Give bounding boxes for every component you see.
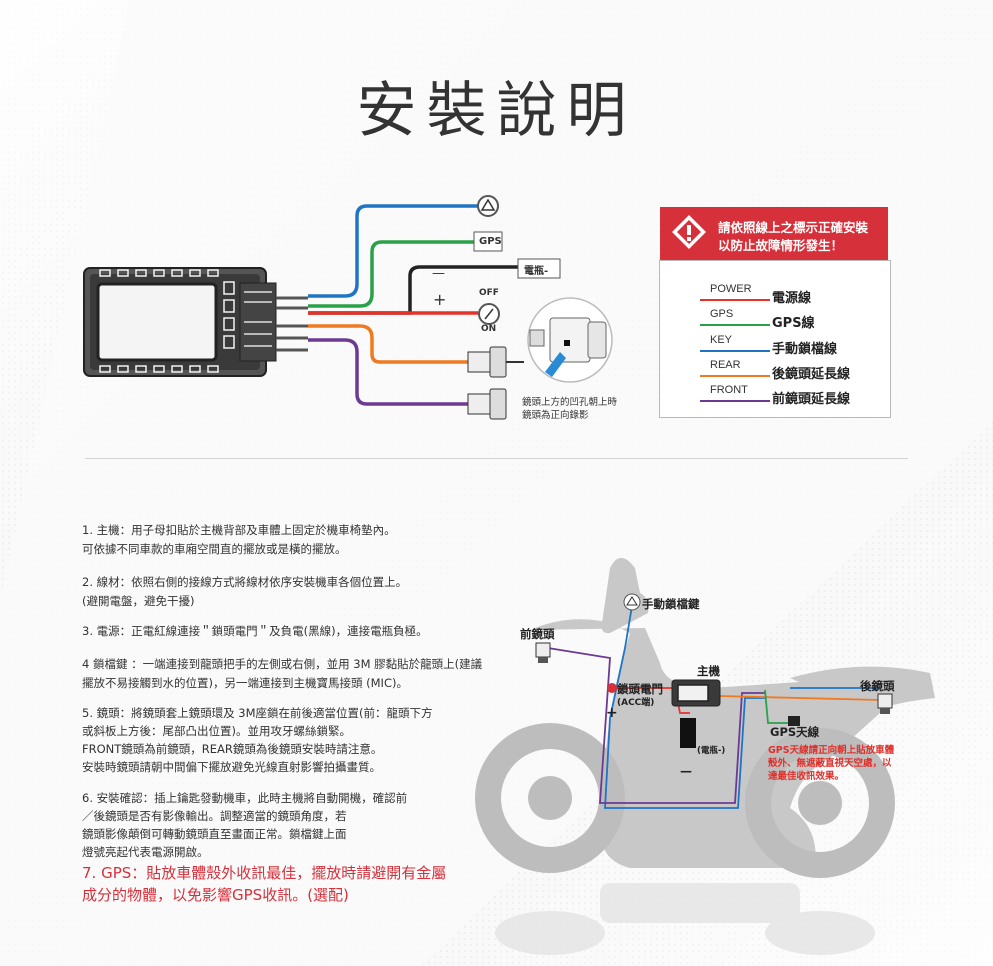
legend-item-front: FRONT 前鏡頭延長線 (700, 384, 880, 407)
instruction-line: 1. 主機：用子母扣貼於主機背部及車體上固定於機車椅墊內。 (82, 523, 396, 537)
gps-note-line1: GPS天線請正向朝上貼放車體 (768, 745, 895, 756)
warning-line2: 以防止故障情形發生！ (718, 238, 844, 253)
warning-line1: 請依照線上之標示正確安裝 (718, 220, 869, 235)
gps-tag-label: GPS (479, 236, 502, 247)
front-camera-icon (535, 642, 551, 663)
battery-tag-label: 電瓶- (524, 266, 549, 277)
legend-en: REAR (710, 359, 741, 371)
instruction-line: 鏡頭影像顛倒可轉動鏡頭直至畫面正常。鎖檔鍵上面 (82, 827, 347, 841)
label-scooter-minus: — (680, 764, 692, 778)
label-acc: (ACC端) (617, 698, 655, 708)
instruction-line: ／後鏡頭是否有影像輸出。調整適當的鏡頭角度，若 (82, 809, 347, 823)
minus-label: — (432, 266, 445, 281)
legend-swatch (700, 324, 770, 326)
warning-banner: 請依照線上之標示正確安裝 以防止故障情形發生！ (660, 207, 888, 260)
legend-item-gps: GPS GPS線 (700, 308, 880, 331)
legend-cn: GPS線 (772, 316, 815, 331)
switch-on-label: ON (481, 324, 497, 334)
switch-off-label: OFF (479, 288, 499, 298)
scooter-wires (547, 605, 881, 809)
label-main-unit: 主機 (697, 664, 720, 678)
instruction-line: (避開電盤，避免干擾) (82, 594, 195, 608)
lens-note-line2: 鏡頭為正向錄影 (522, 410, 589, 421)
instruction-line: 或斜板上方後：尾部凸出位置)。並用攻牙螺絲鎖緊。 (82, 724, 351, 738)
legend-swatch (700, 299, 770, 301)
camera-plug-rear-icon (467, 346, 524, 378)
legend-en: KEY (710, 334, 733, 346)
legend-swatch (700, 375, 770, 377)
gps-instruction-line1: 7. GPS：貼放車體殼外收訊最佳，擺放時請避開有金屬 (82, 864, 447, 882)
rear-camera-icon (877, 693, 893, 714)
lens-note-line1: 鏡頭上方的凹孔朝上時 (522, 397, 618, 408)
manual-lock-key-icon (623, 593, 641, 611)
section-divider (85, 458, 908, 459)
label-manual-lock-key: 手動鎖檔鍵 (642, 597, 700, 611)
gps-antenna-icon (788, 716, 800, 726)
main-unit-device (83, 267, 308, 377)
gps-instruction-line2: 成分的物體，以免影響GPS收訊。(選配) (82, 886, 349, 904)
instruction-line: 擺放不易接觸到水的位置)，另一端連接到主機寶馬接頭 (MIC)。 (82, 676, 408, 690)
legend-en: POWER (710, 283, 752, 295)
label-scooter-plus: + (606, 705, 618, 721)
warning-icon (672, 215, 706, 249)
wheels (475, 723, 895, 878)
scooter-main-unit-icon (671, 679, 721, 707)
instruction-line: 4 鎖檔鍵 ：一端連接到龍頭把手的左側或右側，並用 3M 膠黏貼於龍頭上(建議 (82, 657, 483, 671)
wiring-diagram (83, 195, 613, 420)
legend-cn: 前鏡頭延長線 (772, 392, 851, 407)
instruction-line: 5. 鏡頭：將鏡頭套上鏡頭環及 3M座鎖在前後適當位置(前：龍頭下方 (82, 706, 433, 720)
gps-antenna-note: GPS天線請正向朝上貼放車體 殼外、無遮蔽直視天空處，以 達最佳收訊效果。 (768, 744, 894, 783)
label-ignition: 鎖頭電門 (617, 682, 663, 696)
legend-cn: 電源線 (772, 291, 812, 306)
page-title: 安裝說明 (356, 76, 637, 146)
gps-note-line2: 殼外、無遮蔽直視天空處，以 (768, 758, 892, 769)
legend-swatch (700, 350, 770, 352)
label-battery: (電瓶-) (697, 746, 726, 756)
legend-swatch (700, 400, 770, 402)
instruction-line: 可依據不同車款的車廂空間直的擺放或是橫的擺放。 (82, 542, 347, 556)
label-gps-antenna: GPS天線 (770, 725, 820, 739)
wire-legend: POWER 電源線 GPS GPS線 KEY 手動鎖檔線 REAR 後鏡頭延長線… (659, 260, 891, 418)
instruction-line: 燈號亮起代表電源開啟。 (82, 845, 209, 859)
plus-label: + (433, 290, 447, 309)
label-front-lens: 前鏡頭 (520, 627, 555, 641)
instruction-line: 3. 電源：正電紅線連接＂鎖頭電門＂及負電(黑線)，連接電瓶負極。 (82, 624, 428, 638)
legend-cn: 手動鎖檔線 (772, 342, 838, 357)
lens-detail-icon (527, 297, 613, 383)
gps-connector-icon (473, 231, 503, 252)
legend-item-rear: REAR 後鏡頭延長線 (700, 359, 880, 382)
scooter-diagram (475, 558, 935, 955)
legend-item-key: KEY 手動鎖檔線 (700, 334, 880, 357)
instruction-line: FRONT鏡頭為前鏡頭，REAR鏡頭為後鏡頭安裝時請注意。 (82, 742, 383, 756)
wires (308, 204, 526, 406)
gps-note-line3: 達最佳收訊效果。 (768, 771, 845, 782)
camera-plug-front-icon (467, 388, 507, 420)
legend-en: FRONT (710, 384, 748, 396)
label-rear-lens: 後鏡頭 (860, 679, 895, 693)
battery-icon (680, 718, 696, 748)
legend-item-power: POWER 電源線 (700, 283, 880, 306)
instruction-line: 安裝時鏡頭請朝中間偏下擺放避免光線直射影響拍攝畫質。 (82, 760, 381, 774)
legend-en: GPS (710, 308, 734, 320)
battery-connector-icon (517, 258, 561, 279)
key-button-icon (477, 195, 499, 217)
instruction-line: 6. 安裝確認：插上鑰匙發動機車，此時主機將自動開機，確認前 (82, 791, 408, 805)
legend-cn: 後鏡頭延長線 (772, 367, 851, 382)
ignition-dot-icon (607, 683, 617, 693)
instruction-line: 2. 線材：依照右側的接線方式將線材依序安裝機車各個位置上。 (82, 575, 408, 589)
